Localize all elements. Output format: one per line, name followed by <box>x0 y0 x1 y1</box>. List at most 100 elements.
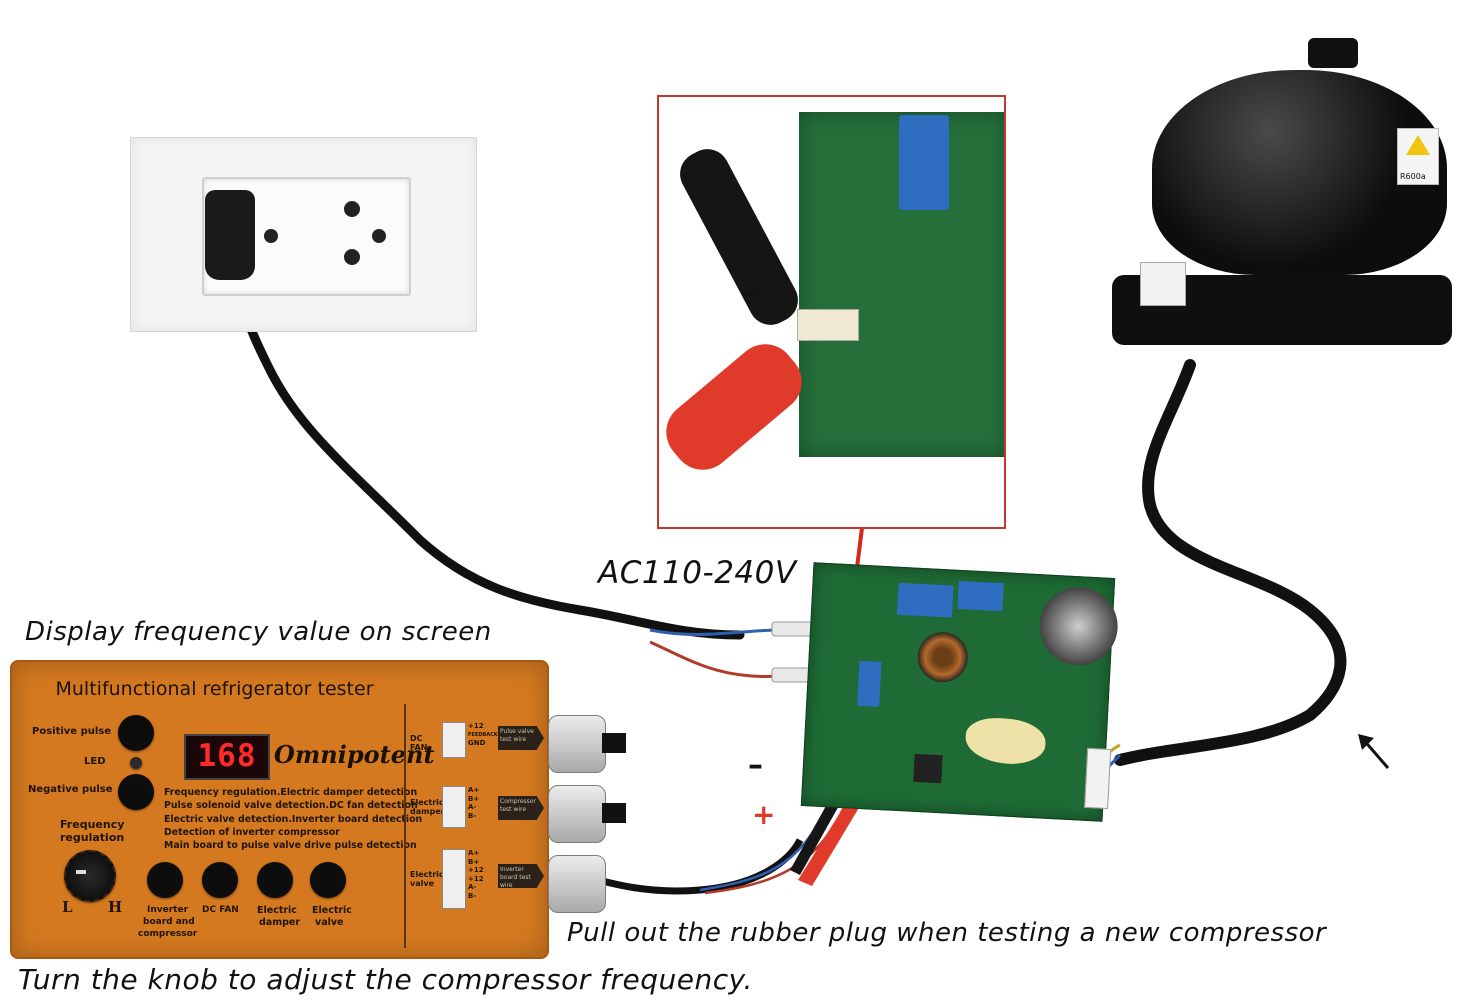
electric-damper-pins: A+ B+ A- B- <box>468 786 479 820</box>
inverter-board-label-1: Inverter <box>147 905 189 915</box>
inset-plus-sign: + <box>751 361 775 394</box>
port-label-dc-fan: DC FAN <box>410 734 428 752</box>
pin-label: B+ <box>468 794 480 803</box>
frequency-label-line1: Frequency <box>60 818 125 831</box>
negative-pulse-button[interactable] <box>118 774 154 810</box>
relay <box>857 660 882 707</box>
capacitor-block <box>896 582 954 618</box>
alligator-clip-red <box>798 800 860 886</box>
caption-turn-knob: Turn the knob to adjust the compressor f… <box>18 963 753 996</box>
power-plug <box>205 190 255 280</box>
electric-damper-label-1: Electric <box>257 905 297 916</box>
caption-rubber-plug: Pull out the rubber plug when testing a … <box>567 918 1327 948</box>
frequency-knob[interactable] <box>64 850 116 902</box>
feature-item: Detection of inverter compressor <box>164 826 340 838</box>
caption-display-frequency: Display frequency value on screen <box>25 617 492 647</box>
outlet-hole <box>344 249 360 265</box>
feature-item: Pulse solenoid valve detection.DC fan de… <box>164 800 418 812</box>
pin-label: GND <box>468 739 486 747</box>
electric-valve-button[interactable] <box>310 862 346 898</box>
refrigerator-tester: Multifunctional refrigerator tester Posi… <box>10 660 549 959</box>
compressor-test-tag: Compressor test wire <box>498 796 544 820</box>
electric-valve-pins: A+ B+ +12 +12 A- B- <box>468 849 484 900</box>
dc-fan-button[interactable] <box>202 862 238 898</box>
alligator-clip-black <box>790 790 845 875</box>
knob-high-label: H <box>108 898 123 916</box>
blue-lead <box>649 628 781 636</box>
electric-damper-button[interactable] <box>257 862 293 898</box>
board-chip <box>913 753 943 784</box>
positive-pulse-label: Positive pulse <box>32 726 112 737</box>
electric-damper-port[interactable] <box>442 786 466 828</box>
pin-label: A+ <box>468 849 480 857</box>
pin-label: A- <box>468 883 477 891</box>
power-cord <box>227 245 745 640</box>
negative-pulse-label: Negative pulse <box>28 784 113 795</box>
pin-label: +12 <box>468 722 484 730</box>
hazard-icon <box>1406 135 1430 155</box>
inset-minus-sign: – <box>741 275 756 310</box>
spade-connector <box>771 621 815 637</box>
compressor-cable <box>1114 359 1347 766</box>
compressor-terminal-cover <box>1140 262 1186 306</box>
pin-label: A- <box>468 803 477 811</box>
frequency-display: 168 <box>184 734 270 780</box>
compressor-top-bracket <box>1308 38 1358 68</box>
feature-item: Main board to pulse valve drive pulse de… <box>164 840 417 852</box>
pin-label: B- <box>468 811 477 820</box>
red-lead <box>649 640 781 679</box>
frequency-display-value: 168 <box>197 738 257 774</box>
cable-pointer-arrow-head <box>1358 734 1374 750</box>
knob-indicator <box>76 870 86 874</box>
pin-label: FEEDBACK <box>468 731 498 738</box>
electric-valve-port[interactable] <box>442 849 466 909</box>
gland-cable-stub <box>602 733 626 753</box>
inductor-coil <box>916 630 970 684</box>
feature-list: Frequency regulation.Electric damper det… <box>164 786 423 852</box>
tester-brand: Omnipotent <box>274 740 435 769</box>
outlet-hole <box>264 229 278 243</box>
tester-title: Multifunctional refrigerator tester <box>55 678 374 700</box>
pulse-valve-tag: Pulse valve test wire <box>498 726 544 750</box>
outlet-hole <box>372 229 386 243</box>
electric-damper-label-2: damper <box>259 917 301 928</box>
caption-voltage: AC110-240V <box>598 555 797 591</box>
pin-label: +12 <box>468 866 484 874</box>
thermal-compound <box>964 716 1047 766</box>
electric-valve-label-2: valve <box>315 917 344 928</box>
inverter-board-label-3: compressor <box>138 929 198 939</box>
pin-label: A+ <box>468 786 480 794</box>
compressor-sticker: R600a <box>1397 128 1439 185</box>
cable-gland <box>548 785 606 843</box>
inverter-board <box>800 562 1120 822</box>
frequency-label-line2: regulation <box>60 831 125 844</box>
board-connector <box>1084 747 1112 810</box>
dc-fan-port[interactable] <box>442 722 466 758</box>
outlet-hole <box>344 201 360 217</box>
inverter-board-label-2: board and <box>143 917 195 927</box>
pin-label: B+ <box>468 857 480 866</box>
board-plus-sign: + <box>752 798 776 831</box>
led-indicator <box>130 757 142 769</box>
inset-clip-red <box>659 331 814 483</box>
port-panel: DC FAN +12 FEEDBACK GND Pulse valve test… <box>404 704 544 948</box>
inset-capacitor <box>899 115 949 210</box>
port-label-damper: Electric damper <box>410 798 445 816</box>
electrolytic-capacitor <box>1037 585 1120 668</box>
inverter-board-tag: Inverter board test wire <box>498 864 544 888</box>
pin-label: +12 <box>468 874 484 883</box>
inverter-board-button[interactable] <box>147 862 183 898</box>
cable-gland <box>548 855 606 913</box>
compressor-sticker-text: R600a <box>1400 172 1426 181</box>
positive-pulse-button[interactable] <box>118 715 154 751</box>
electric-valve-label-1: Electric <box>312 905 352 916</box>
cable-gland <box>548 715 606 773</box>
dc-fan-pins: +12 FEEDBACK GND <box>468 722 498 748</box>
feature-item: Electric valve detection.Inverter board … <box>164 813 423 825</box>
feature-item: Frequency regulation.Electric damper det… <box>164 787 418 798</box>
compressor: R600a <box>1112 38 1452 380</box>
pin-label: B- <box>468 891 477 900</box>
gland-cable-stub <box>602 803 626 823</box>
board-minus-sign: – <box>748 748 763 783</box>
port-label-valve: Electric valve <box>410 870 444 888</box>
